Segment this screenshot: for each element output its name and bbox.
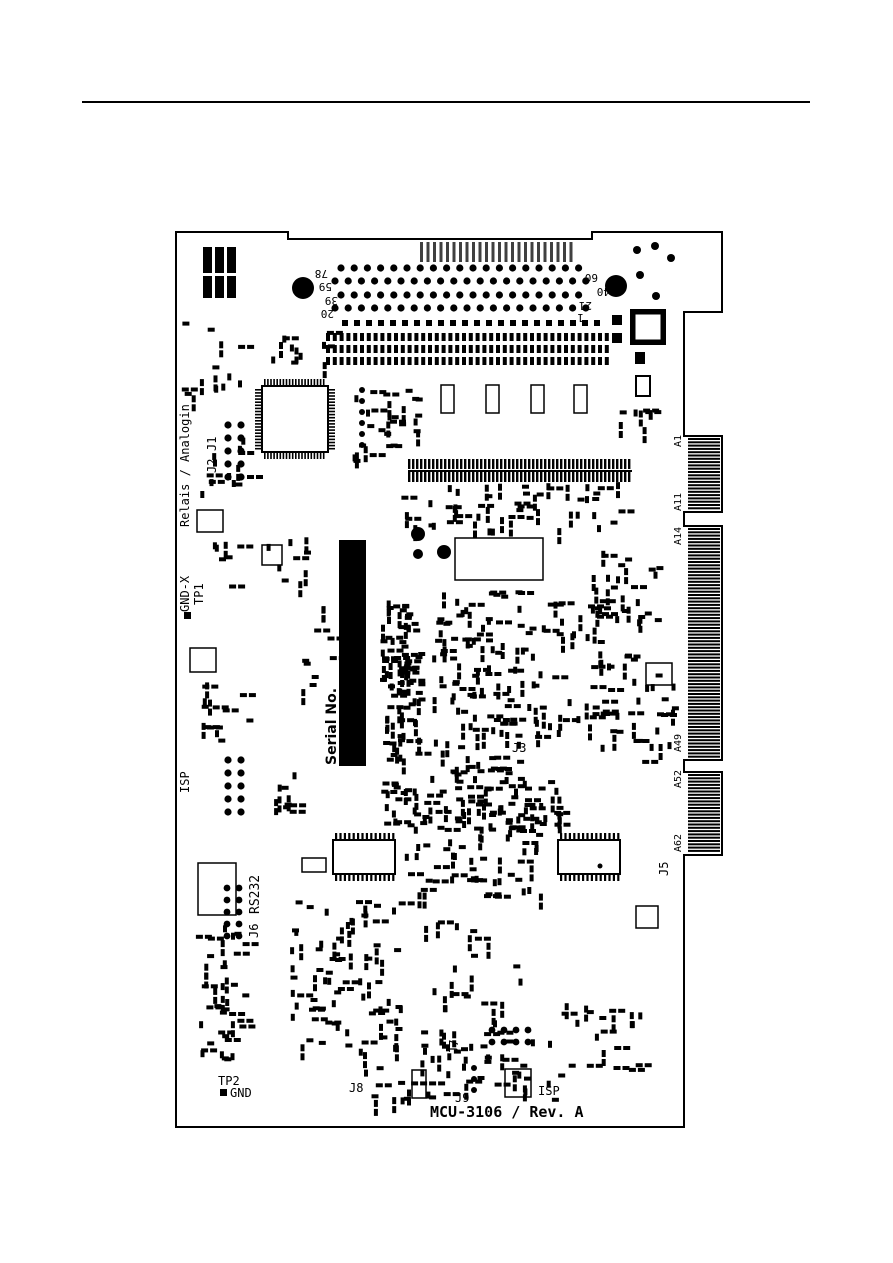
gnd-label: GND (230, 1086, 252, 1100)
j6-label: J6 (247, 924, 261, 938)
board-id-label: MCU-3106 / Rev. A (430, 1103, 584, 1121)
isp-bottom-label: ISP (538, 1084, 560, 1098)
j8-label: J8 (349, 1081, 363, 1095)
gnd-x-label: GND-X (178, 575, 192, 612)
pin-40-label: 40 (597, 285, 610, 298)
rs232-label: RS232 (248, 875, 263, 914)
pin-21-label: 21 (579, 299, 592, 312)
relais-label: Relais / Analogin (178, 404, 192, 527)
mounting-hole-left (292, 277, 314, 299)
a1-label: A1 (673, 435, 684, 447)
a14-label: A14 (673, 527, 684, 545)
a52-label: A52 (673, 770, 684, 788)
pin-39-label: 39 (325, 294, 338, 307)
pin-20-label: 20 (321, 307, 334, 320)
smd-component-pads (181, 321, 679, 1116)
tp1-label: TP1 (192, 583, 206, 605)
mcu-qfp (255, 379, 335, 459)
diode-array (326, 320, 609, 365)
dip-ic-left (332, 833, 396, 881)
isp-left-label: ISP (178, 771, 192, 793)
pin-78-label: 78 (315, 267, 328, 280)
a62-label: A62 (673, 834, 684, 852)
tp2-label: TP2 (218, 1074, 240, 1088)
through-hole-pin-groups (223, 387, 532, 1093)
long-pin-row (408, 459, 632, 482)
a11-label: A11 (673, 493, 684, 511)
pin-1-label: 1 (577, 311, 584, 324)
edge-connector-fingers (688, 438, 720, 852)
j9-label: J9 (455, 1091, 469, 1105)
header-connector-pins (331, 242, 590, 312)
pin-59-label: 59 (319, 280, 332, 293)
tp1-pad (184, 612, 191, 619)
j3-label: J3 (512, 741, 526, 755)
serial-number-block (339, 540, 366, 766)
j7-label: J7 (447, 1040, 461, 1054)
board-outline (175, 231, 723, 1128)
dip-ic-right (557, 833, 621, 881)
j2-label: J2 (205, 459, 219, 473)
pin-60-label: 60 (585, 271, 598, 284)
resistor-array-top-left (203, 247, 236, 298)
j1-label: J1 (205, 437, 219, 451)
header-rule (82, 101, 810, 103)
mounting-hole-right (605, 275, 627, 297)
serial-label: Serial No. (324, 688, 340, 765)
j5-label: J5 (657, 862, 671, 876)
tp2-pad (220, 1089, 227, 1096)
a49-label: A49 (673, 734, 684, 752)
